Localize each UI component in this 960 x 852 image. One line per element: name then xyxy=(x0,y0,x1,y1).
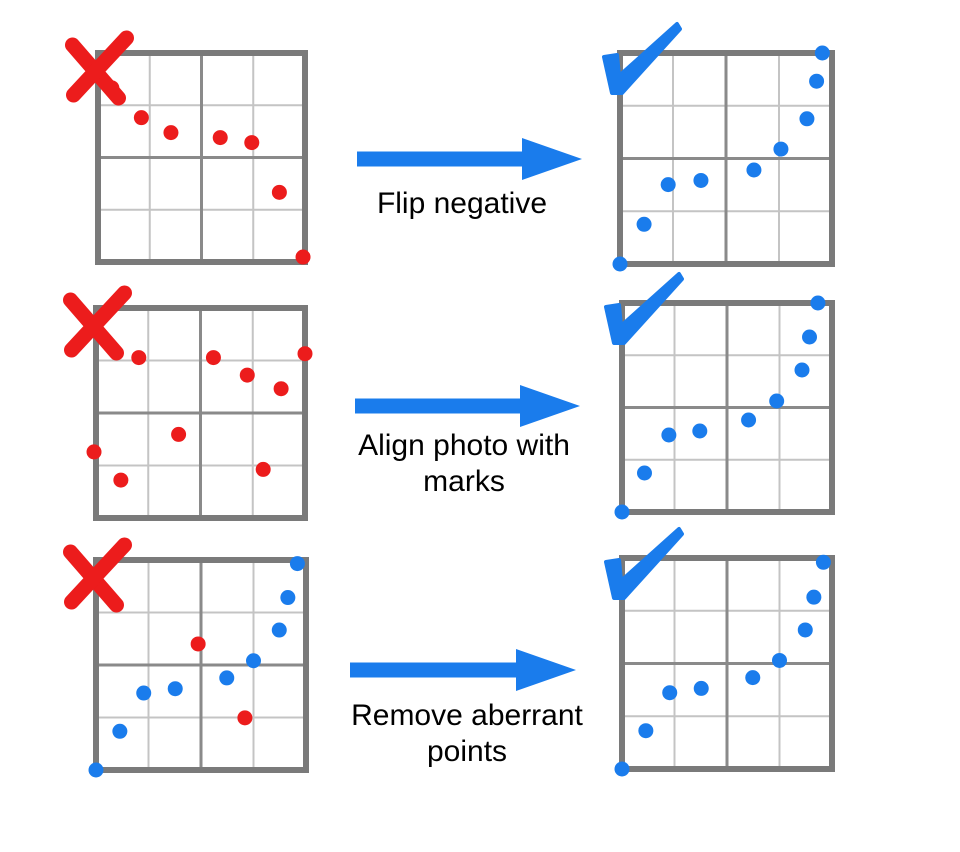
data-point xyxy=(239,367,255,383)
data-point xyxy=(809,73,825,89)
data-point xyxy=(772,652,787,668)
data-point xyxy=(297,346,313,362)
step-1-label-line-1: Flip negative xyxy=(376,187,548,220)
data-point xyxy=(692,423,708,439)
data-point xyxy=(205,350,221,366)
data-point xyxy=(799,111,815,127)
data-point xyxy=(271,622,287,638)
data-point xyxy=(163,125,179,141)
plot-before-2 xyxy=(63,285,313,521)
data-point xyxy=(219,670,235,686)
data-point xyxy=(86,444,102,460)
plot-before-3 xyxy=(63,537,309,778)
cross-icon xyxy=(63,285,132,361)
data-point xyxy=(212,130,228,146)
data-point xyxy=(88,762,104,778)
step-3-label: Remove aberrant points xyxy=(327,698,607,770)
data-point xyxy=(273,381,289,397)
data-point xyxy=(190,636,206,652)
data-point xyxy=(802,329,818,345)
data-point xyxy=(636,216,652,232)
data-point xyxy=(746,162,762,178)
data-point xyxy=(136,685,152,701)
data-point xyxy=(745,670,761,686)
plot-frame xyxy=(619,300,835,515)
cross-icon xyxy=(65,30,134,106)
plot-frame xyxy=(93,557,309,773)
check-icon xyxy=(604,272,684,345)
step-2-label-line-2: marks xyxy=(423,465,505,498)
data-point xyxy=(614,504,630,520)
arrow-head-icon xyxy=(520,385,580,427)
data-point xyxy=(295,249,311,265)
check-icon xyxy=(602,22,682,95)
cross-icon xyxy=(63,537,132,613)
cross-stroke xyxy=(64,285,132,358)
step-row-2 xyxy=(63,272,835,521)
step-row-3 xyxy=(63,527,835,778)
arrow-head-icon xyxy=(516,649,576,691)
data-point xyxy=(246,653,261,669)
cross-stroke xyxy=(64,537,132,610)
step-2-label: Align photo with marks xyxy=(324,428,604,500)
data-point xyxy=(693,172,709,188)
data-point xyxy=(612,256,628,272)
data-point xyxy=(237,710,253,726)
data-point xyxy=(806,589,822,605)
data-point xyxy=(131,350,147,366)
data-point xyxy=(814,45,830,61)
data-point xyxy=(794,362,810,378)
data-point xyxy=(661,427,677,443)
data-point xyxy=(289,556,305,572)
arrow-head-icon xyxy=(522,138,582,180)
data-point xyxy=(244,135,260,151)
data-point xyxy=(112,723,128,739)
plot-before-1 xyxy=(65,30,311,265)
data-point xyxy=(693,680,709,696)
data-point xyxy=(636,465,652,481)
step-1-label: Flip negative xyxy=(322,186,602,222)
data-point xyxy=(773,141,789,157)
data-point xyxy=(271,184,287,200)
step-2-label-line-1: Align photo with xyxy=(358,429,570,462)
data-point xyxy=(113,472,129,488)
plot-after-2 xyxy=(604,272,835,520)
data-point xyxy=(255,461,271,477)
step-row-1 xyxy=(65,22,835,272)
data-point xyxy=(815,554,831,570)
data-point xyxy=(662,685,678,701)
data-point xyxy=(810,295,826,311)
data-point xyxy=(167,681,183,697)
plot-frame xyxy=(619,555,835,772)
data-point xyxy=(660,177,676,193)
plot-after-1 xyxy=(602,22,835,272)
step-3-label-line-1: Remove aberrant xyxy=(351,699,583,732)
check-icon xyxy=(604,527,684,600)
plot-frame xyxy=(93,305,308,521)
plot-after-3 xyxy=(604,527,835,777)
data-point xyxy=(797,622,813,638)
data-point xyxy=(133,110,149,126)
data-point xyxy=(769,393,785,409)
plot-frame xyxy=(617,50,835,267)
step-3-label-line-2: points xyxy=(426,735,508,768)
cross-stroke xyxy=(66,30,134,103)
data-point xyxy=(171,426,187,442)
plot-frame xyxy=(95,50,308,265)
data-point xyxy=(638,723,654,739)
data-point xyxy=(741,412,757,428)
data-point xyxy=(280,590,296,606)
data-point xyxy=(614,761,630,777)
